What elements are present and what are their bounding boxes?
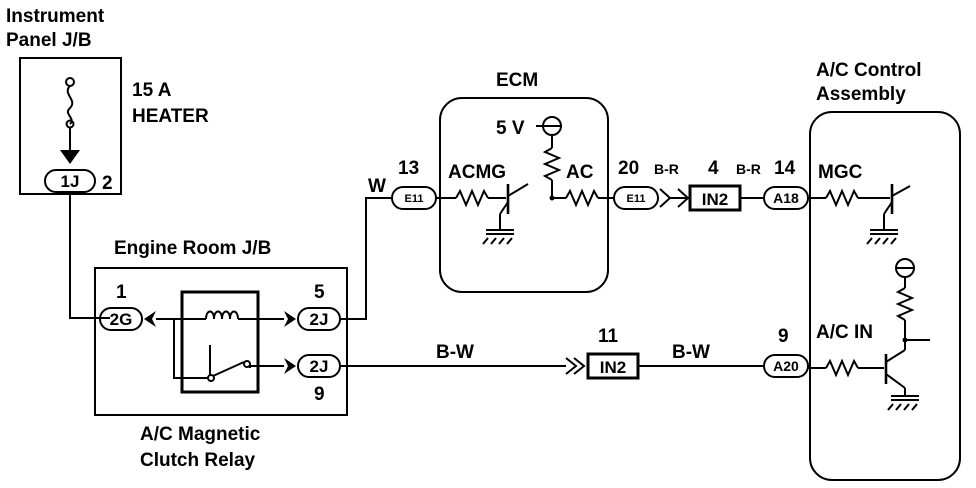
connector-2j-bottom-label: 2J — [310, 357, 329, 376]
connector-a20 — [763, 354, 809, 378]
wire-w-label: W — [368, 176, 386, 197]
connector-1j-label: 1J — [61, 172, 80, 191]
wire-bw-2-label: B-W — [672, 342, 710, 363]
relay-name-line1: A/C Magnetic — [140, 424, 261, 445]
wire-1j-to-2g — [69, 192, 110, 319]
relay-name-line2: Clutch Relay — [140, 450, 256, 471]
instrument-panel-label-line1: Instrument — [6, 6, 105, 27]
fuse-name: HEATER — [132, 106, 209, 127]
connector-a18-label: A18 — [773, 190, 799, 206]
connector-2g-pin: 1 — [116, 282, 127, 303]
ecm-box — [439, 97, 609, 293]
connector-e11-right-label: E11 — [627, 193, 646, 205]
connector-e11-left-pin: 13 — [398, 158, 419, 179]
ac-mgc-label: MGC — [818, 162, 863, 183]
engine-room-jb-box — [94, 267, 348, 416]
ecm-5v-label: 5 V — [496, 118, 525, 139]
connector-in2-top-pin: 4 — [708, 158, 719, 179]
ac-in-label: A/C IN — [816, 322, 873, 343]
chevron-right-icon — [573, 357, 586, 375]
connector-2j-top-pin: 5 — [314, 282, 325, 303]
connector-2g — [99, 307, 143, 331]
connector-in2-top-label: IN2 — [702, 190, 728, 209]
wire-w — [340, 197, 392, 320]
connector-2g-label: 2G — [110, 310, 133, 329]
connector-a20-pin: 9 — [778, 326, 789, 347]
ecm-acmg-label: ACMG — [448, 162, 506, 183]
connector-in2-bottom-label: IN2 — [600, 358, 626, 377]
connector-2j-bottom-pin: 9 — [314, 384, 325, 405]
connector-e11-left-label: E11 — [405, 193, 424, 205]
ac-mgc-transistor-icon — [808, 184, 911, 245]
ac-control-label-line2: Assembly — [816, 84, 906, 105]
chevron-right-icon — [677, 188, 690, 208]
ecm-ac-resistor-icon — [552, 188, 614, 208]
arrow-left-icon — [144, 311, 156, 327]
ecm-acmg-transistor-icon — [436, 183, 529, 245]
relay-coil-icon — [174, 310, 284, 320]
arrow-down-icon — [60, 150, 80, 164]
fuse-rating: 15 A — [132, 80, 172, 101]
relay-box — [180, 290, 260, 394]
connector-e11-right — [613, 186, 659, 210]
arrow-right-icon — [284, 311, 296, 327]
instrument-panel-label-line2: Panel J/B — [6, 30, 92, 51]
chevron-right-icon — [659, 188, 672, 208]
connector-e11-right-pin: 20 — [618, 158, 639, 179]
ecm-title: ECM — [496, 70, 538, 91]
wire-bw-1-label: B-W — [436, 342, 474, 363]
ac-in-transistor-icon — [808, 258, 930, 411]
ecm-ac-label: AC — [566, 162, 594, 183]
connector-a18-pin: 14 — [774, 158, 796, 179]
ac-control-label-line1: A/C Control — [816, 60, 922, 81]
connector-in2-bottom-pin: 11 — [598, 326, 619, 347]
relay-switch-icon — [202, 345, 284, 382]
connector-a20-label: A20 — [773, 358, 799, 374]
wire-br-2-label: B-R — [736, 161, 761, 177]
ac-control-assembly-box — [809, 111, 961, 481]
wire-br-1-label: B-R — [654, 161, 679, 177]
arrow-right-icon — [284, 358, 296, 374]
engine-room-jb-label: Engine Room J/B — [114, 238, 271, 259]
ecm-pullup-resistor-icon — [536, 116, 562, 201]
connector-2j-top-label: 2J — [310, 310, 329, 329]
chevron-right-icon — [565, 357, 578, 375]
wire-2g-to-switch — [173, 319, 202, 379]
fuse-icon — [60, 77, 80, 164]
connector-1j-pin: 2 — [102, 173, 113, 194]
